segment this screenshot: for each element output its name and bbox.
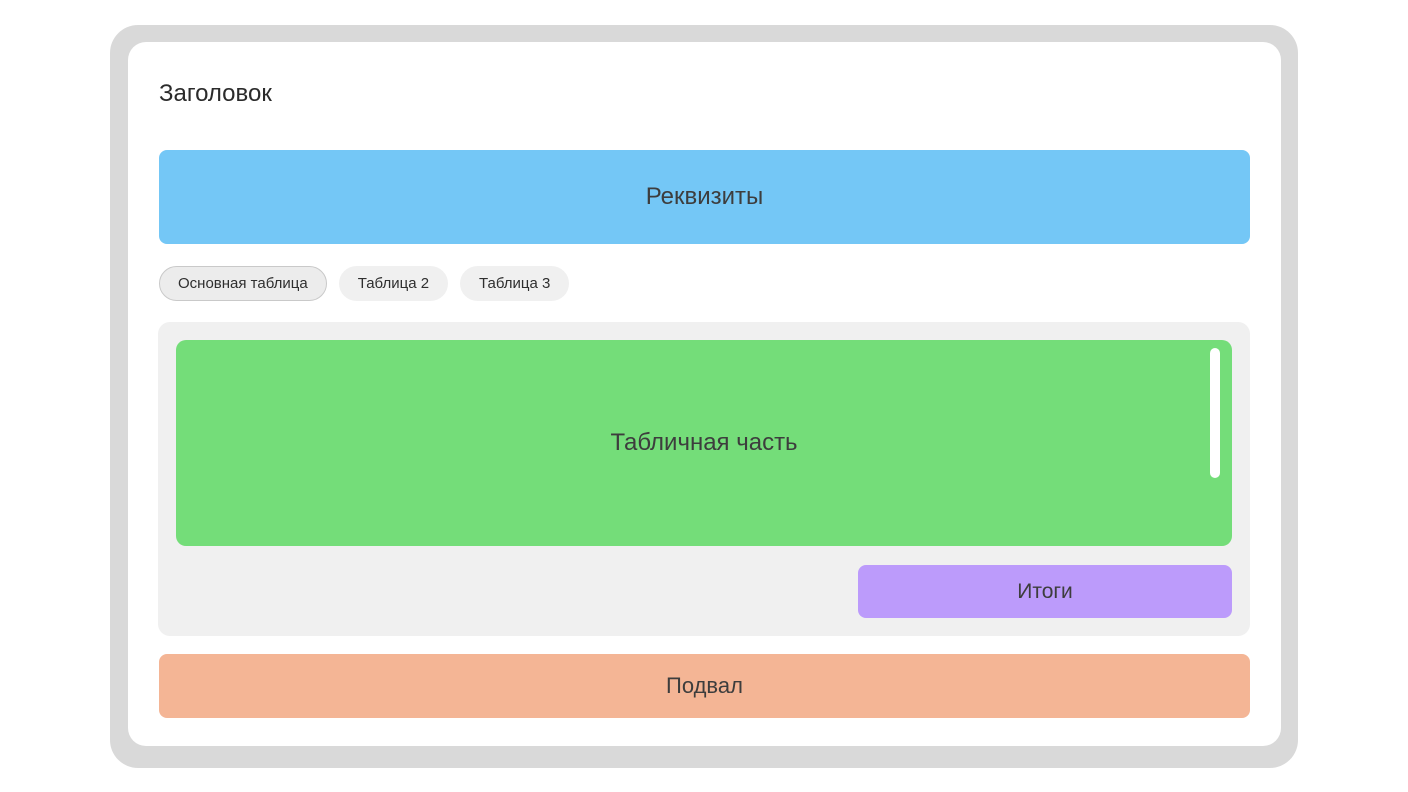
tab-table-2-label: Таблица 2	[357, 275, 430, 292]
footer-label: Подвал	[666, 673, 743, 698]
window-frame: Заголовок Реквизиты Основная таблица Таб…	[110, 25, 1298, 768]
table-part[interactable]: Табличная часть	[176, 340, 1232, 546]
requisites-label: Реквизиты	[645, 183, 764, 210]
tab-table-3[interactable]: Таблица 3	[460, 266, 570, 301]
page-title: Заголовок	[159, 80, 272, 107]
tab-main-table-label: Основная таблица	[178, 275, 308, 292]
footer-section: Подвал	[159, 654, 1250, 718]
tab-table-2[interactable]: Таблица 2	[338, 266, 449, 301]
tab-main-table[interactable]: Основная таблица	[159, 266, 327, 301]
totals-label: Итоги	[1017, 579, 1073, 603]
totals-bar[interactable]: Итоги	[858, 565, 1232, 618]
table-part-label: Табличная часть	[610, 429, 798, 456]
requisites-section: Реквизиты	[159, 150, 1250, 244]
tab-table-3-label: Таблица 3	[479, 275, 551, 292]
table-section-panel: Табличная часть Итоги	[158, 322, 1250, 636]
vertical-scrollbar-thumb[interactable]	[1210, 348, 1220, 478]
table-tabs: Основная таблица Таблица 2 Таблица 3	[159, 266, 570, 301]
form-card: Заголовок Реквизиты Основная таблица Таб…	[128, 42, 1281, 746]
